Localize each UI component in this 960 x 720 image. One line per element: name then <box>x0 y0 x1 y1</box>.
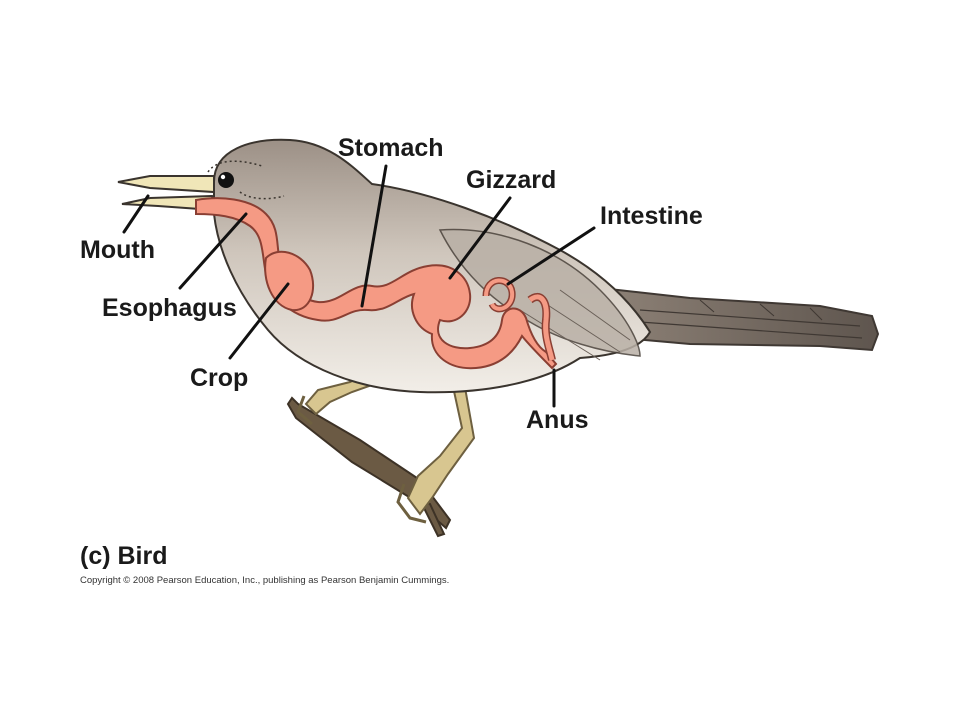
label-anus: Anus <box>526 406 589 434</box>
esophagus-leader <box>178 212 248 290</box>
leader-lines <box>122 164 596 408</box>
label-crop: Crop <box>190 364 248 392</box>
intestine-leader <box>506 226 596 286</box>
branch <box>286 396 452 538</box>
label-stomach: Stomach <box>338 134 444 162</box>
figure-caption: (c) Bird <box>80 542 168 570</box>
mouth-leader <box>122 194 150 234</box>
tail <box>599 286 880 352</box>
gizzard-leader <box>448 196 512 280</box>
crop-leader <box>228 282 290 360</box>
label-intestine: Intestine <box>600 202 703 230</box>
copyright-notice: Copyright © 2008 Pearson Education, Inc.… <box>80 575 449 586</box>
label-gizzard: Gizzard <box>466 166 556 194</box>
eye <box>218 172 234 188</box>
stomach-leader <box>360 164 388 308</box>
label-mouth: Mouth <box>80 236 155 264</box>
label-esophagus: Esophagus <box>102 294 237 322</box>
